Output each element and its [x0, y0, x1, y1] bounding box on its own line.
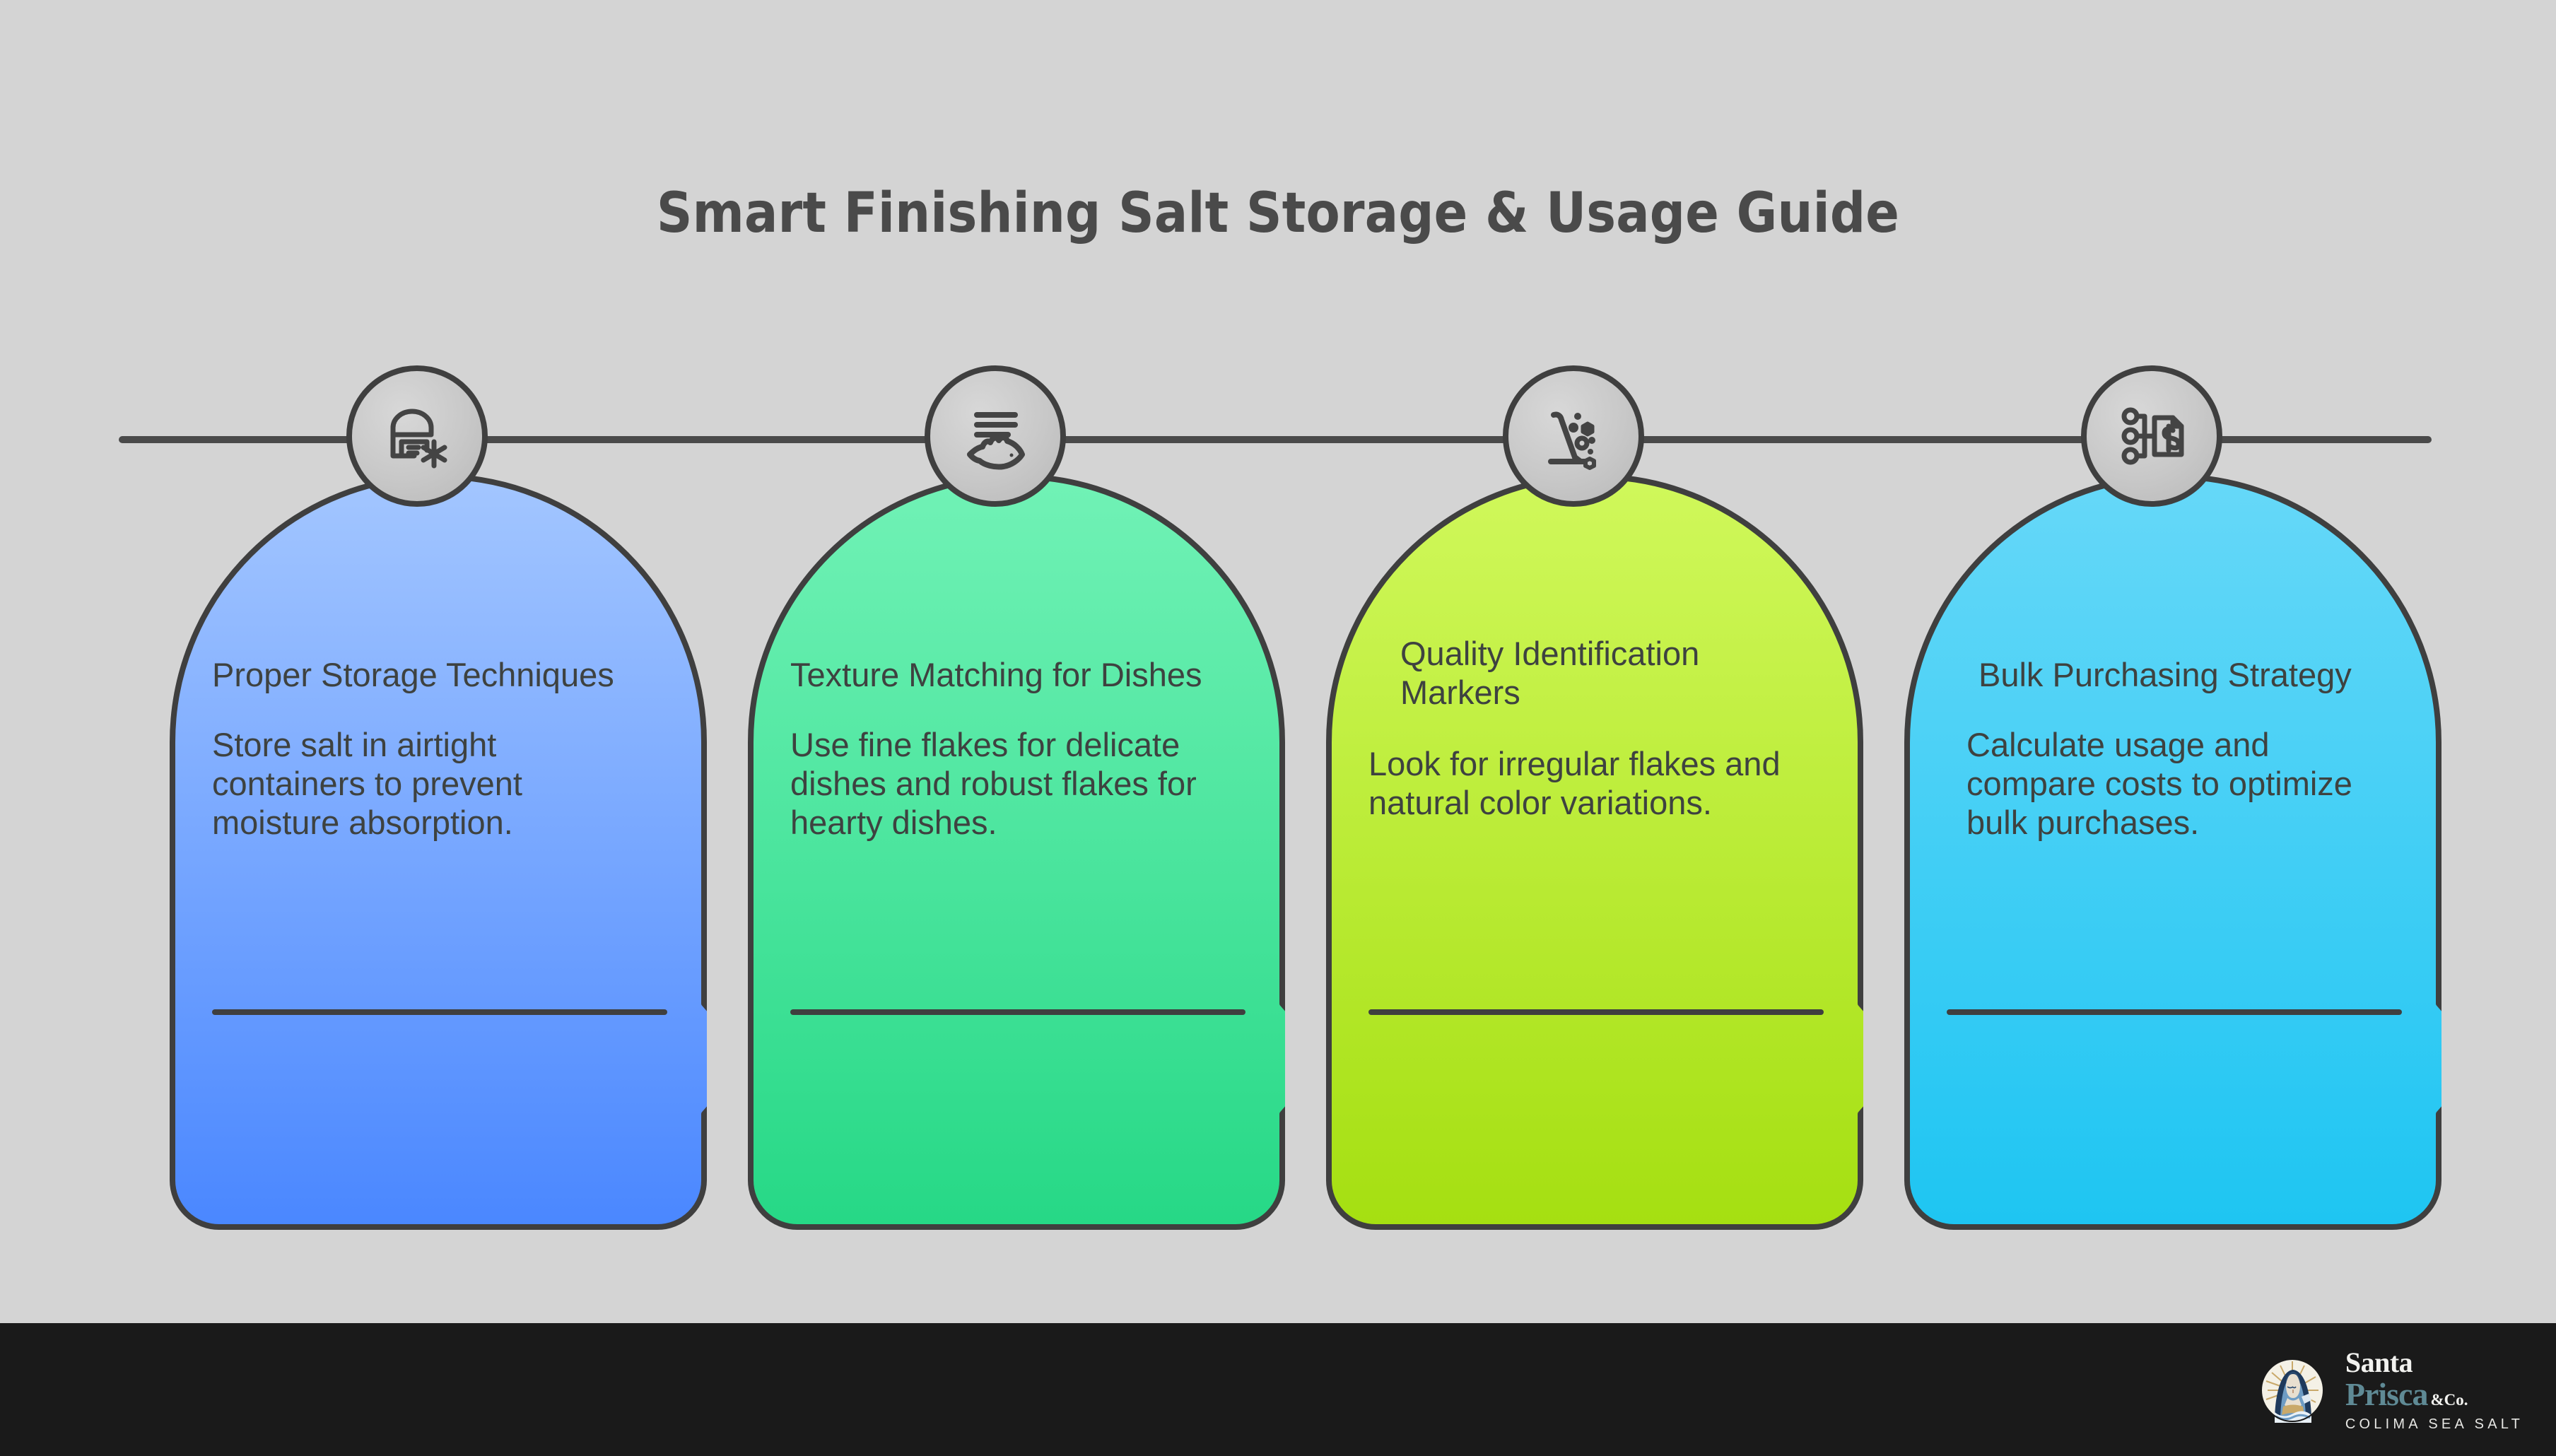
timeline-track: [119, 436, 2432, 443]
step-card-1[interactable]: Proper Storage Techniques Store salt in …: [170, 452, 707, 1230]
page-title: Smart Finishing Salt Storage & Usage Gui…: [656, 182, 1900, 246]
card-shape-2: [748, 452, 1285, 1230]
salt-pouring-flakes-icon[interactable]: [1503, 365, 1644, 507]
warehouse-snowflake-icon[interactable]: [346, 365, 488, 507]
brand-name-line1: Santa: [2345, 1346, 2413, 1378]
brand-name-line2: Prisca&Co.: [2345, 1378, 2523, 1411]
card-shape-4: [1904, 452, 2441, 1230]
brand-lockup: Santa Prisca&Co. COLIMA SEA SALT: [2255, 1349, 2523, 1431]
fish-texture-lines-icon[interactable]: [925, 365, 1066, 507]
steps-container: Proper Storage Techniques Store salt in …: [170, 452, 2441, 1230]
step-card-4[interactable]: Bulk Purchasing Strategy Calculate usage…: [1904, 452, 2441, 1230]
card-shape-3: [1326, 452, 1863, 1230]
step-card-2[interactable]: Texture Matching for Dishes Use fine fla…: [748, 452, 1285, 1230]
brand-prisca: Prisca: [2345, 1376, 2429, 1412]
brand-tagline: COLIMA SEA SALT: [2345, 1416, 2523, 1432]
card-shape-1: [170, 452, 707, 1230]
cost-hierarchy-dollar-icon[interactable]: [2081, 365, 2222, 507]
step-card-3[interactable]: Quality Identification Markers Look for …: [1326, 452, 1863, 1230]
brand-wordmark: Santa Prisca&Co. COLIMA SEA SALT: [2345, 1346, 2523, 1432]
brand-suffix: &Co.: [2430, 1391, 2468, 1409]
santa-prisca-madonna-logo: [2255, 1353, 2330, 1428]
footer-bar: Santa Prisca&Co. COLIMA SEA SALT: [0, 1323, 2556, 1456]
